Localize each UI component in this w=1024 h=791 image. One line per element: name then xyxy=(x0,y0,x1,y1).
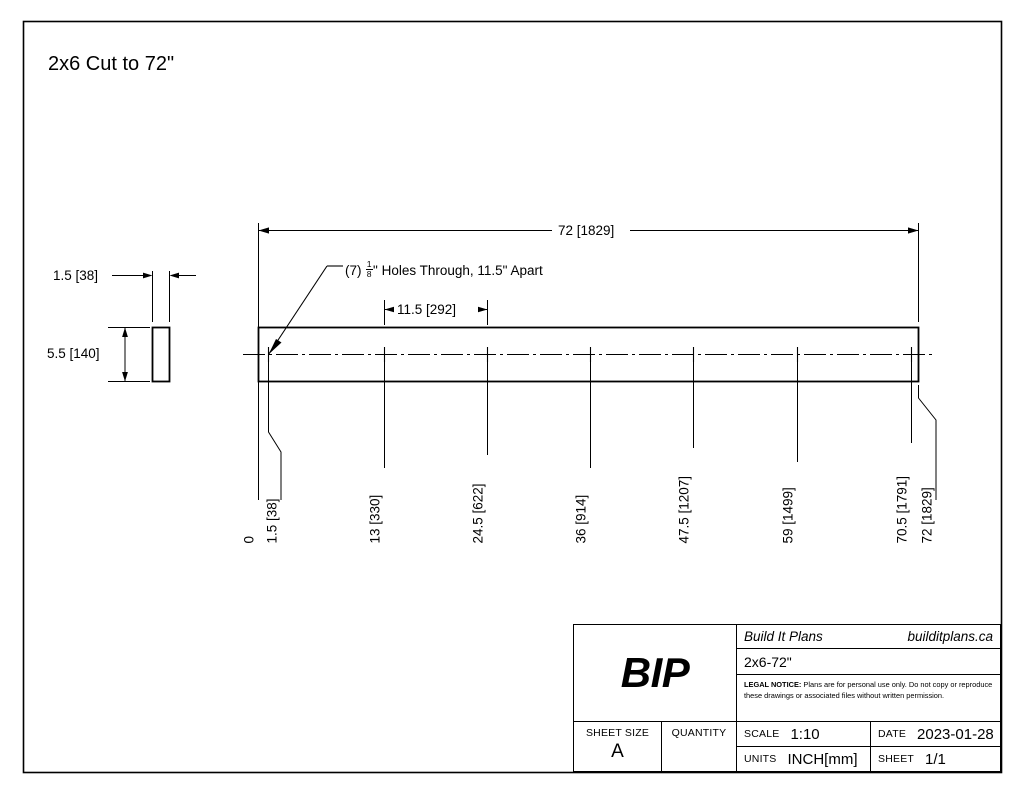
legal-notice-text: Plans are for personal use only. Do not … xyxy=(744,680,993,700)
units-label: UNITS xyxy=(744,753,777,765)
bip-logo: BIP xyxy=(620,649,690,696)
ord-ext-1p5 xyxy=(268,362,282,500)
units-value: INCH[mm] xyxy=(787,750,858,768)
scale-date-row: SCALE 1:10 DATE 2023-01-28 xyxy=(737,722,1000,747)
hole-callout-suffix: " Holes Through, 11.5" Apart xyxy=(373,262,543,278)
legal-notice-label: LEGAL NOTICE: xyxy=(744,680,802,689)
ordinate-label-6: 59 [1499] xyxy=(780,487,796,544)
title-block-upper: BIP Build It Plans builditplans.ca 2x6-7… xyxy=(574,625,1000,722)
ordinate-label-1: 1.5 [38] xyxy=(264,498,280,544)
units-cell: UNITS INCH[mm] xyxy=(737,747,871,771)
sheet-size-cell: SHEET SIZE A xyxy=(574,722,662,771)
ordinate-extension-lines xyxy=(258,322,937,500)
legal-notice: LEGAL NOTICE: Plans are for personal use… xyxy=(737,675,1000,721)
end-view-width-dim-label: 5.5 [140] xyxy=(47,346,100,361)
logo-cell: BIP xyxy=(574,625,737,721)
quantity-label: QUANTITY xyxy=(671,727,727,739)
sheet-border xyxy=(22,20,1003,774)
end-view-width-arrow-bottom xyxy=(122,372,128,382)
hole-callout-count: (7) xyxy=(345,262,366,278)
hole-note-leader-diagonal xyxy=(268,265,328,355)
overall-arrow-left xyxy=(258,227,269,234)
date-value: 2023-01-28 xyxy=(917,725,994,743)
scale-label: SCALE xyxy=(744,728,780,740)
ordinate-label-5: 47.5 [1207] xyxy=(676,475,692,544)
title-block-lower: SHEET SIZE A QUANTITY SCALE 1:10 DATE 20… xyxy=(574,722,1000,771)
hole-spacing-dim-label: 11.5 [292] xyxy=(397,302,457,317)
title-block-info-grid: SCALE 1:10 DATE 2023-01-28 UNITS INCH[mm… xyxy=(737,722,1000,771)
spacing-arrow-left xyxy=(384,306,394,313)
end-view-width-arrow-top xyxy=(122,327,128,337)
part-name-row: 2x6-72" xyxy=(737,649,1000,675)
sheet-label: SHEET xyxy=(878,753,915,765)
scale-cell: SCALE 1:10 xyxy=(737,722,871,746)
fraction-numerator: 1 xyxy=(365,259,373,270)
scale-value: 1:10 xyxy=(790,725,820,743)
sheet-cell: SHEET 1/1 xyxy=(871,747,1000,771)
ordinate-label-4: 36 [914] xyxy=(573,494,589,544)
quantity-cell: QUANTITY xyxy=(662,722,737,771)
end-view-thickness-arrow-right xyxy=(169,272,179,279)
hole-note-leader-arrowhead xyxy=(268,339,282,355)
date-label: DATE xyxy=(878,728,907,740)
sheet-size-value: A xyxy=(611,741,624,762)
company-row: Build It Plans builditplans.ca xyxy=(737,625,1000,649)
company-website[interactable]: builditplans.ca xyxy=(907,629,993,644)
fraction-denominator: 8 xyxy=(366,268,372,279)
end-view-thickness-dim-label: 1.5 [38] xyxy=(53,268,99,283)
title-block: BIP Build It Plans builditplans.ca 2x6-7… xyxy=(573,624,1001,772)
sheet-value: 1/1 xyxy=(925,750,946,768)
title-block-upper-right: Build It Plans builditplans.ca 2x6-72" L… xyxy=(737,625,1000,721)
page-title: 2x6 Cut to 72" xyxy=(48,53,175,75)
ordinate-label-3: 24.5 [622] xyxy=(470,483,486,544)
overall-length-dim-label: 72 [1829] xyxy=(558,223,615,238)
ordinate-label-7: 70.5 [1791] xyxy=(894,475,910,544)
company-name: Build It Plans xyxy=(744,629,823,644)
ord-ext-72 xyxy=(918,385,937,500)
date-cell: DATE 2023-01-28 xyxy=(871,722,1000,746)
spacing-arrow-right xyxy=(478,306,488,313)
ordinate-label-2: 13 [330] xyxy=(367,494,383,544)
end-view-profile xyxy=(151,326,171,383)
ordinate-label-8: 72 [1829] xyxy=(919,487,935,544)
part-name: 2x6-72" xyxy=(744,653,792,670)
end-view-thickness-arrow-left xyxy=(143,272,153,279)
units-sheet-row: UNITS INCH[mm] SHEET 1/1 xyxy=(737,747,1000,771)
ordinate-label-0: 0 xyxy=(241,535,257,544)
sheet-size-label: SHEET SIZE xyxy=(585,727,650,739)
overall-arrow-right xyxy=(908,227,919,234)
